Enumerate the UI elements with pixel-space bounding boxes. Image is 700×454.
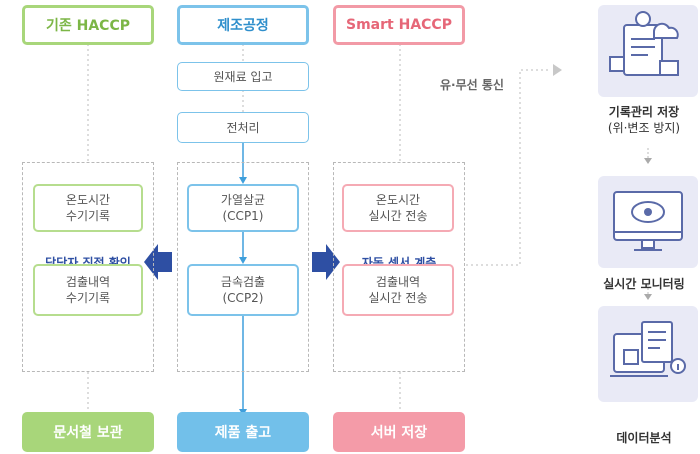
- step-raw-material: 원재료 입고: [177, 62, 309, 91]
- process-footer: 제품 출고: [177, 412, 309, 452]
- legacy-haccp-header: 기존 HACCP: [22, 5, 154, 45]
- comm-label: 유·무선 통신: [440, 78, 504, 92]
- legacy-temp-record: 온도시간 수기기록: [33, 184, 143, 232]
- monitoring-caption: 실시간 모니터링: [588, 276, 700, 292]
- monitor-icon: [613, 191, 683, 251]
- smart-temp-line1: 온도시간: [375, 193, 421, 207]
- smart-detect-line2: 실시간 전송: [368, 291, 428, 305]
- ccp2-box: 금속검출 (CCP2): [187, 264, 299, 316]
- step-pretreatment: 전처리: [177, 112, 309, 143]
- record-caption: 기록관리 저장 (위·변조 방지): [588, 104, 700, 136]
- analysis-caption: 데이터분석: [588, 430, 700, 446]
- ccp1-box: 가열살균 (CCP1): [187, 184, 299, 232]
- ccp2-line1: 금속검출: [220, 275, 266, 289]
- smart-temp-transmit: 온도시간 실시간 전송: [342, 184, 454, 232]
- legacy-detect-line2: 수기기록: [65, 291, 111, 305]
- legacy-footer: 문서철 보관: [22, 412, 154, 452]
- analysis-title: 데이터분석: [616, 431, 672, 445]
- record-sub: (위·변조 방지): [607, 121, 681, 135]
- monitoring-icon-box: [598, 176, 698, 268]
- record-storage-icon-box: [598, 5, 698, 97]
- legacy-detect-record: 검출내역 수기기록: [33, 264, 143, 316]
- process-header: 제조공정: [177, 5, 309, 45]
- record-title: 기록관리 저장: [608, 105, 680, 119]
- smart-temp-line2: 실시간 전송: [368, 209, 428, 223]
- monitoring-title: 실시간 모니터링: [603, 277, 685, 291]
- legacy-detect-line1: 검출내역: [65, 275, 111, 289]
- analysis-icon-box: [598, 306, 698, 402]
- legacy-temp-line2: 수기기록: [65, 209, 111, 223]
- legacy-temp-line1: 온도시간: [65, 193, 111, 207]
- ccp1-line2: (CCP1): [222, 209, 264, 223]
- smart-detect-line1: 검출내역: [375, 275, 421, 289]
- process-container: [177, 162, 309, 372]
- data-analysis-icon: [610, 321, 686, 377]
- ccp2-line2: (CCP2): [222, 291, 264, 305]
- smart-detect-transmit: 검출내역 실시간 전송: [342, 264, 454, 316]
- left-arrow-icon: [144, 244, 172, 280]
- smart-footer: 서버 저장: [333, 412, 465, 452]
- legacy-container: [22, 162, 154, 372]
- record-storage-icon: [609, 11, 679, 76]
- ccp1-line1: 가열살균: [220, 193, 266, 207]
- smart-container: [333, 162, 465, 372]
- smart-haccp-header: Smart HACCP: [333, 5, 465, 45]
